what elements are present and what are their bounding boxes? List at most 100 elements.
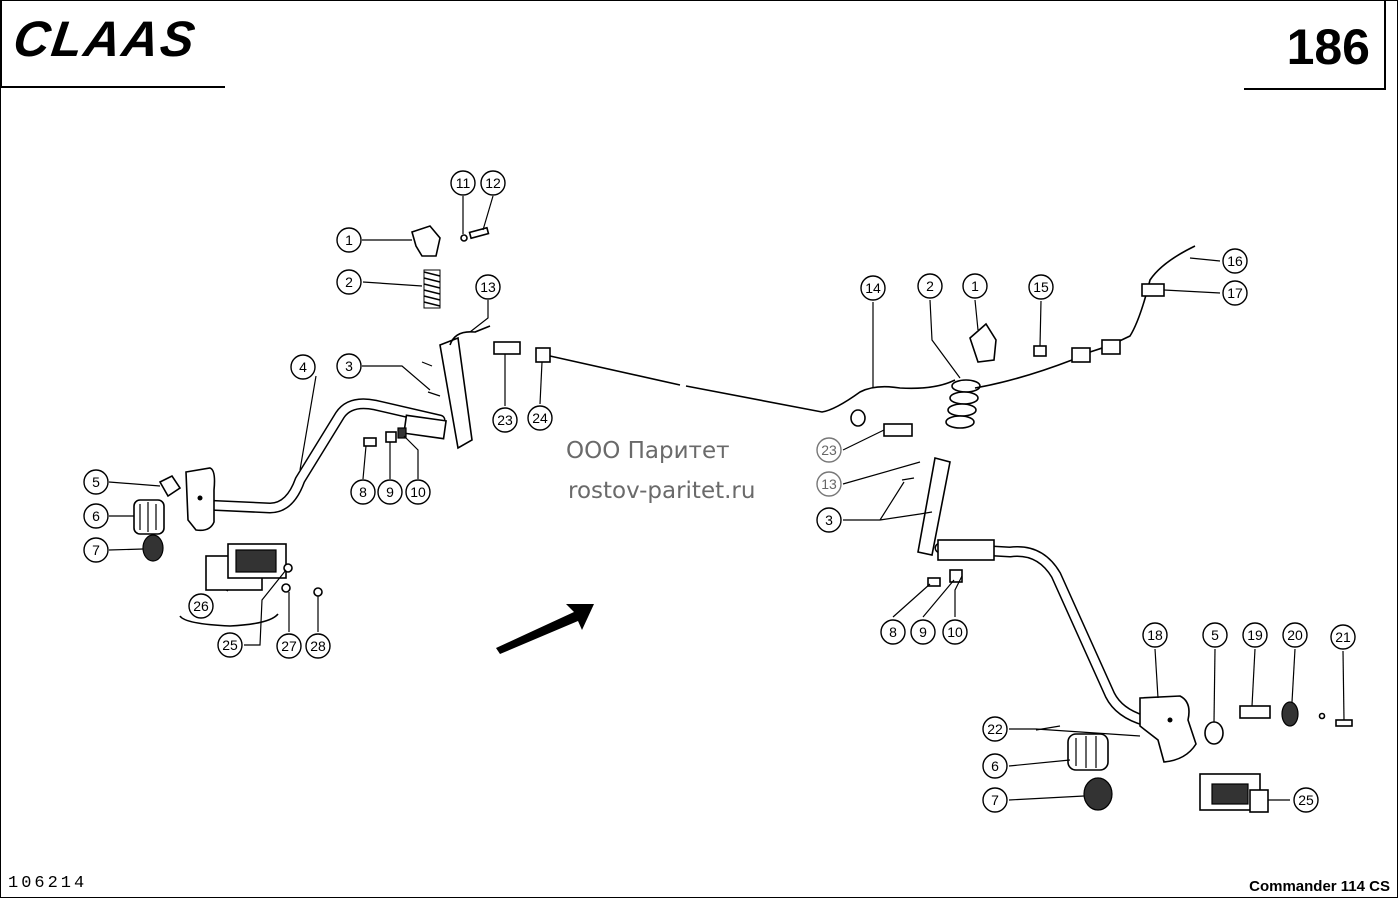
brake-rod-left: [199, 398, 446, 514]
callout-label: 13: [821, 476, 837, 492]
watermark-url: rostov-paritet.ru: [568, 478, 756, 504]
callout: 23: [492, 407, 518, 433]
callout-label: 10: [947, 624, 963, 640]
callout-label: 3: [825, 512, 833, 528]
callout: 4: [290, 354, 316, 380]
callout: 22: [982, 716, 1008, 742]
pad-part: [142, 534, 164, 562]
callout-label: 28: [310, 638, 326, 654]
callout: 25: [217, 632, 243, 658]
callout-label: 18: [1147, 627, 1163, 643]
bracket-part: [411, 225, 441, 257]
callout-label: 24: [532, 410, 548, 426]
callout: 25: [1293, 787, 1319, 813]
callout: 13: [816, 471, 842, 497]
callout: 7: [982, 787, 1008, 813]
leader-lines: [108, 195, 1345, 801]
callout: 6: [83, 503, 109, 529]
brake-rod-right: [934, 542, 1156, 728]
spring-part-right: [945, 379, 981, 429]
callout-label: 7: [92, 542, 100, 558]
callout: 15: [1028, 274, 1054, 300]
switch-block: [205, 543, 287, 591]
model-name: Commander 114 CS: [1249, 878, 1390, 895]
callout-label: 7: [991, 792, 999, 808]
callout-label: 11: [456, 175, 471, 191]
callout-label: 27: [281, 638, 297, 654]
callout-label: 5: [1211, 627, 1219, 643]
callout: 5: [83, 469, 109, 495]
callout-label: 12: [485, 175, 501, 191]
switch-part-right: [883, 423, 913, 437]
callout: 17: [1222, 280, 1248, 306]
callout: 10: [942, 619, 968, 645]
callout: 8: [880, 619, 906, 645]
callout: 1: [962, 273, 988, 299]
callout-label: 14: [865, 280, 881, 296]
callout: 10: [405, 479, 431, 505]
callout: 19: [1242, 622, 1268, 648]
callout-label: 9: [386, 484, 394, 500]
direction-arrow: [496, 604, 594, 654]
callout-label: 19: [1247, 627, 1263, 643]
callout-label: 15: [1033, 279, 1049, 295]
page-number: 186: [1286, 19, 1370, 75]
callout-label: 17: [1227, 285, 1243, 301]
callout-label: 13: [480, 279, 496, 295]
callout: 9: [910, 619, 936, 645]
callout: 3: [336, 353, 362, 379]
callout: 14: [860, 275, 886, 301]
callout: 11: [450, 170, 476, 196]
callout: 23: [816, 437, 842, 463]
callout-label: 3: [345, 358, 353, 374]
callout: 16: [1222, 248, 1248, 274]
callout: 2: [336, 269, 362, 295]
callout: 12: [480, 170, 506, 196]
callout-label: 23: [821, 442, 837, 458]
callout: 3: [816, 507, 842, 533]
drawing-number: 106214: [8, 874, 88, 893]
right-assembly: [850, 245, 1353, 813]
bracket-part-right: [969, 322, 997, 363]
callout-label: 1: [971, 278, 979, 294]
callout-label: 21: [1335, 629, 1351, 645]
pedal-rubber: [133, 499, 165, 535]
header-divider: [0, 0, 2, 88]
callout-label: 5: [92, 474, 100, 490]
callout-label: 2: [926, 278, 934, 294]
pedal-plate-right: [1139, 695, 1197, 763]
callout-label: 6: [92, 508, 100, 524]
callout-label: 25: [1298, 792, 1314, 808]
callout: 13: [475, 274, 501, 300]
page-number-divider: [1244, 88, 1386, 90]
callout-label: 25: [222, 637, 238, 653]
cap-part: [158, 474, 182, 498]
callout-label: 9: [919, 624, 927, 640]
lever-arm-right: [917, 457, 951, 556]
callout-label: 8: [359, 484, 367, 500]
callout: 28: [305, 633, 331, 659]
callout-label: 2: [345, 274, 353, 290]
lever-bracket-left: [403, 414, 447, 440]
connector-part: [535, 347, 551, 363]
callout: 9: [377, 479, 403, 505]
switch-part: [493, 341, 521, 355]
callouts-left: 1 11 12 2 13 4 3 23 24 8 9 10 5 6 7 26 2…: [83, 170, 553, 659]
switch-block-right: [1199, 773, 1269, 813]
pedal-rubber-right: [1067, 733, 1109, 771]
callout: 2: [917, 273, 943, 299]
callout: 5: [1202, 622, 1228, 648]
callout-label: 23: [497, 412, 513, 428]
spring-part: [423, 269, 441, 309]
callout: 21: [1330, 624, 1356, 650]
callouts-right: 14 2 1 15 16 17 23 13 3 8 9 10 18 5 19 2…: [816, 248, 1356, 813]
callout: 20: [1282, 622, 1308, 648]
callout-label: 26: [193, 598, 209, 614]
callout: 8: [350, 479, 376, 505]
callout-label: 22: [987, 721, 1003, 737]
callout-label: 10: [410, 484, 426, 500]
callout: 26: [188, 593, 214, 619]
callout: 1: [336, 227, 362, 253]
